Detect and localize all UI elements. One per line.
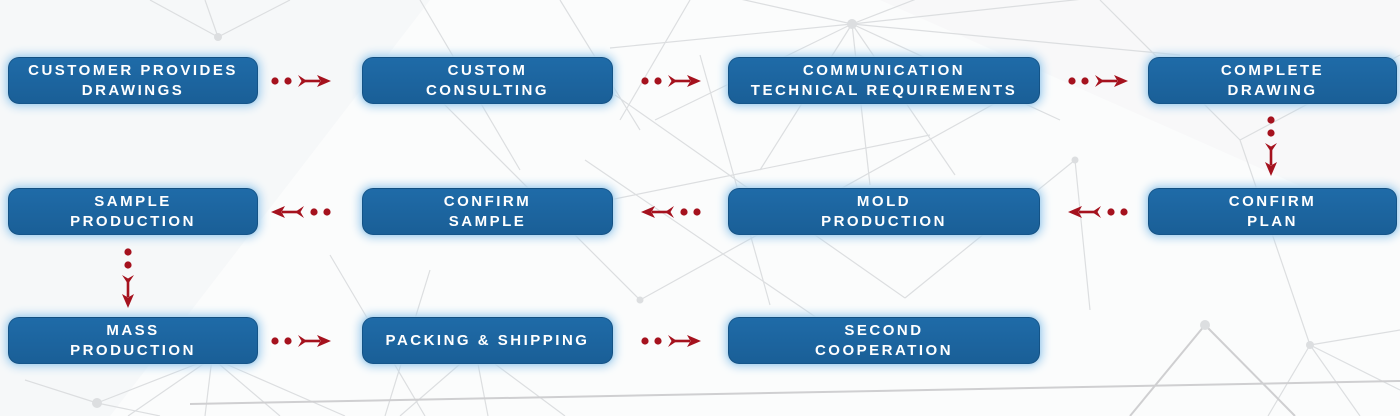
flow-step-customer-provides-drawings: CUSTOMER PROVIDES DRAWINGS [8,57,258,104]
arrow-left-icon [641,206,701,218]
arrow-right-icon [1068,75,1128,87]
arrow-right-icon [271,335,331,347]
flow-step-second-cooperation: SECOND COOPERATION [728,317,1040,364]
flow-step-confirm-sample: CONFIRM SAMPLE [362,188,613,235]
arrow-down-icon [122,248,134,308]
flow-step-communication-technical-requirements: COMMUNICATION TECHNICAL REQUIREMENTS [728,57,1040,104]
flow-step-complete-drawing: COMPLETE DRAWING [1148,57,1397,104]
arrow-down-icon [1265,116,1277,176]
arrow-right-icon [641,335,701,347]
flow-step-mold-production: MOLD PRODUCTION [728,188,1040,235]
flow-step-custom-consulting: CUSTOM CONSULTING [362,57,613,104]
flow-step-mass-production: MASS PRODUCTION [8,317,258,364]
flow-step-packing-shipping: PACKING & SHIPPING [362,317,613,364]
arrow-left-icon [1068,206,1128,218]
arrow-right-icon [641,75,701,87]
arrow-right-icon [271,75,331,87]
arrow-left-icon [271,206,331,218]
flow-step-confirm-plan: CONFIRM PLAN [1148,188,1397,235]
flow-step-sample-production: SAMPLE PRODUCTION [8,188,258,235]
